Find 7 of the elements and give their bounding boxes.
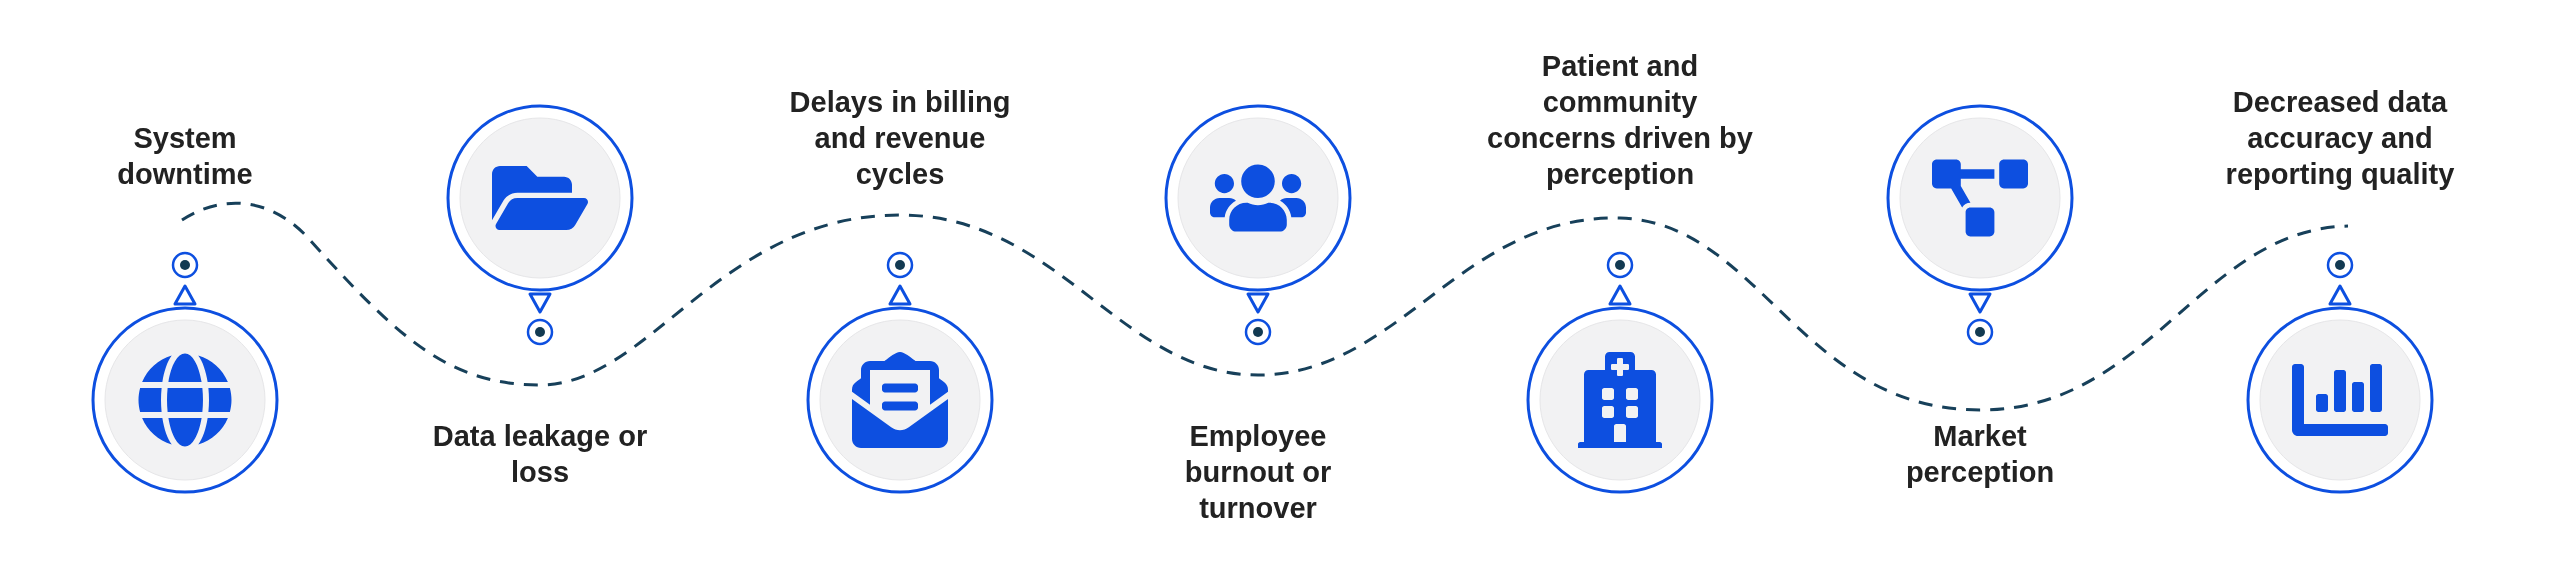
stop-label: Decreased data accuracy and reporting quality	[2224, 85, 2456, 192]
stop-label: Data leakage or loss	[431, 419, 649, 490]
stop-label: Delays in billing and revenue cycles	[788, 85, 1012, 192]
stop-label: Patient and community concerns driven by perception	[1486, 49, 1754, 192]
stop-label: System downtime	[116, 121, 254, 192]
stop-label: Market perception	[1904, 419, 2056, 490]
stop-label: Employee burnout or turnover	[1183, 419, 1333, 526]
